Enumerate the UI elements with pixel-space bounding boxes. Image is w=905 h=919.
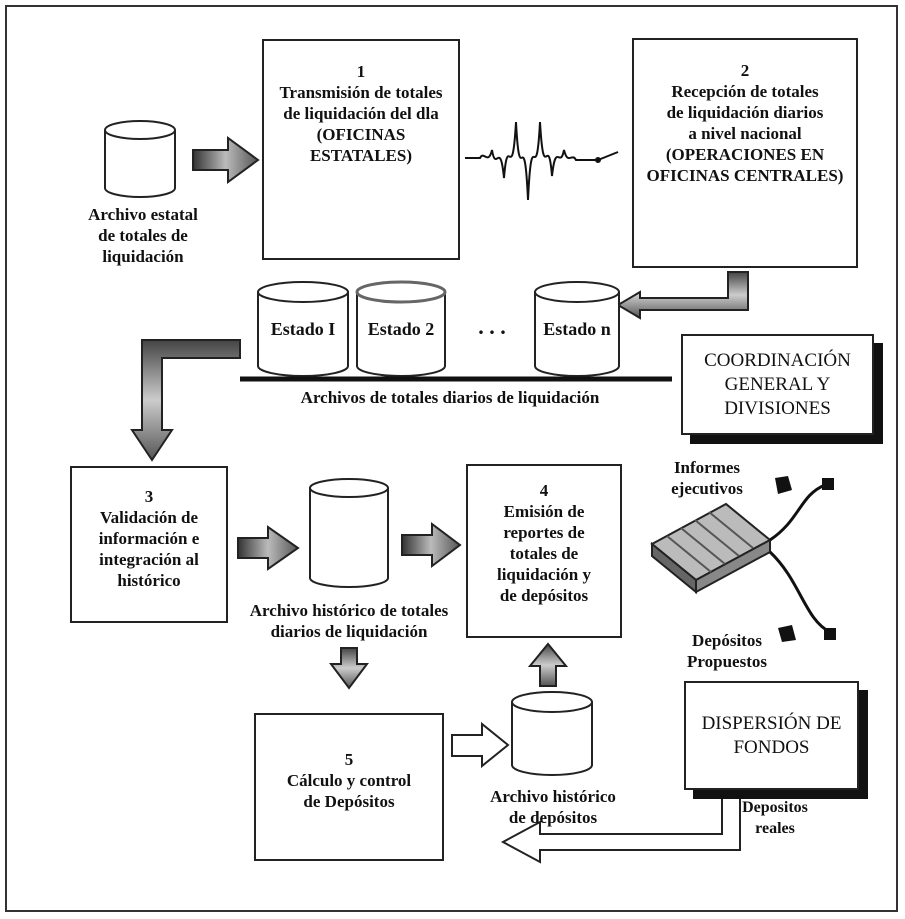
archivo-estatal-cylinder [104,120,176,198]
step1-number: 1 [356,62,366,81]
depositos-propuestos-label: Depósitos Propuestos [672,630,782,672]
report-output-lines [768,483,831,634]
step1-line1: Transmisión de totales [279,83,443,102]
coordinacion-line2: GENERAL Y [724,373,831,395]
step5-box: 5 Cálculo y control de Depósitos [254,713,444,861]
estadon-label: Estado n [543,319,611,339]
signal-wave-icon [465,121,619,201]
step1-line2: de liquidación del dla [283,104,439,123]
step3-line4: histórico [117,571,181,590]
estados-caption: Archivos de totales diarios de liquidaci… [300,388,600,407]
arrow-historico-to-step5 [329,647,369,690]
estadon-cylinder [534,281,620,377]
estado1-cylinder [257,281,349,377]
printer-icon [650,502,772,595]
step2-line5: OFICINAS CENTRALES) [646,166,844,185]
step5-line2: de Depósitos [303,792,395,811]
depositos-reales-line1: Depositos [742,799,808,816]
dispersion-line1: DISPERSIÓN DE [701,712,842,734]
hist-depositos-label: Archivo histórico de depósitos [478,786,628,828]
step4-line2: reportes de [503,523,585,542]
depositos-reales-label: Depositos reales [725,797,825,839]
step1-box: 1 Transmisión de totales de liquidación … [262,39,460,260]
coordinacion-box: COORDINACIÓN GENERAL Y DIVISIONES [681,334,874,435]
step3-line3: integración al [99,550,199,569]
coordinacion-line3: DIVISIONES [724,397,831,419]
arrow-to-step1 [192,136,260,184]
step1-line3: (OFICINAS [316,125,406,144]
historico-line2: diarios de liquidación [270,622,428,641]
hist-depositos-cylinder [511,691,593,776]
historico-line1: Archivo histórico de totales [249,601,449,620]
arrow-historico-to-step4 [401,522,462,568]
step5-number: 5 [344,750,354,769]
step3-line1: Validación de [99,508,199,527]
step2-line2: de liquidación diarios [666,103,824,122]
depositos-propuestos-line1: Depósitos [692,631,762,650]
arrow-step5-to-hist-depositos [451,721,510,769]
estados-ellipsis: . . . [478,314,506,339]
arrow-hist-depositos-to-step4 [527,642,569,687]
archivo-estatal-line1: Archivo estatal [88,205,198,224]
step2-line4: (OPERACIONES EN [665,145,825,164]
report-output-ends [775,476,836,642]
diagram-frame [5,5,898,912]
informes-label: Informes ejecutivos [652,457,762,499]
step4-line5: de depósitos [499,586,589,605]
informes-line1: Informes [673,458,741,477]
historico-label: Archivo histórico de totales diarios de … [238,600,460,642]
step3-number: 3 [144,487,154,506]
depositos-propuestos-line2: Propuestos [687,652,767,671]
step4-line1: Emisión de [503,502,585,521]
hist-depositos-line2: de depósitos [508,808,598,827]
archivo-estatal-line2: de totales de [98,226,188,245]
estado2-label: Estado 2 [367,319,435,339]
step4-box: 4 Emisión de reportes de totales de liqu… [466,464,622,638]
archivo-estatal-label: Archivo estatal de totales de liquidació… [68,204,218,267]
step4-line3: totales de [509,544,579,563]
step2-number: 2 [740,61,750,80]
dispersion-box: DISPERSIÓN DE FONDOS [684,681,859,790]
hist-depositos-line1: Archivo histórico [490,787,616,806]
step5-line1: Cálculo y control [286,771,412,790]
estado2-cylinder [355,280,447,377]
coordinacion-line1: COORDINACIÓN [704,349,851,371]
arrow-estados-to-step3 [130,339,241,462]
step2-box: 2 Recepción de totales de liquidación di… [632,38,858,268]
dispersion-line2: FONDOS [733,736,810,758]
estado1-label: Estado I [270,319,336,339]
arrow-step3-to-historico [237,525,300,571]
arrow-step2-to-estados [616,271,749,320]
step2-line1: Recepción de totales [671,82,819,101]
step3-box: 3 Validación de información e integració… [70,466,228,623]
step4-line4: liquidación y [496,565,591,584]
step4-number: 4 [539,481,549,500]
arrow-dispersion-to-step5 [500,795,741,864]
step1-line4: ESTATALES) [309,146,413,165]
step2-line3: a nivel nacional [688,124,802,143]
depositos-reales-line2: reales [755,820,795,837]
informes-line2: ejecutivos [671,479,743,498]
archivo-estatal-line3: liquidación [102,247,184,266]
historico-cylinder [309,478,389,588]
step3-line2: información e [98,529,200,548]
